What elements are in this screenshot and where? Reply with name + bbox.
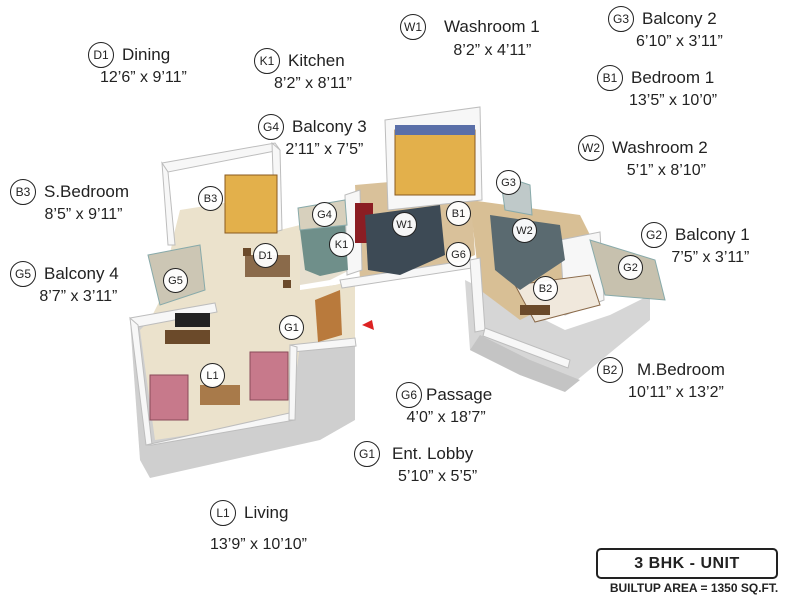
legend-badge: W2 bbox=[578, 135, 604, 161]
legend-size: 8’5” x 9’11” bbox=[44, 206, 123, 223]
builtup-area-text: BUILTUP AREA = 1350 SQ.FT. bbox=[609, 581, 779, 595]
legend-size: 5’10” x 5’5” bbox=[398, 468, 478, 485]
plan-marker-badge: G4 bbox=[312, 202, 337, 227]
plan-marker-badge: B1 bbox=[446, 201, 471, 226]
plan-wardrobes bbox=[224, 125, 476, 234]
plan-marker-badge: G1 bbox=[279, 315, 304, 340]
legend-badge: B1 bbox=[597, 65, 623, 91]
legend-name: Living bbox=[244, 503, 289, 522]
legend-name: Balcony 1 bbox=[675, 225, 750, 244]
legend-name: S.Bedroom bbox=[44, 182, 130, 201]
legend-size: 2’11” x 7’5” bbox=[285, 141, 364, 158]
unit-type-box: 3 BHK - UNIT bbox=[596, 548, 778, 579]
legend-badge: G3 bbox=[608, 6, 634, 32]
plan-marker-b3: B3 bbox=[198, 186, 223, 211]
legend-balcony-1: G2 Balcony 1 7’5” x 3’11” bbox=[641, 222, 750, 267]
legend-badge: G1 bbox=[354, 441, 380, 467]
plan-marker-l1: L1 bbox=[200, 363, 225, 388]
plan-washrooms bbox=[365, 205, 565, 290]
legend-size: 8’2” x 8’11” bbox=[274, 75, 352, 92]
legend-balcony-4: G5 Balcony 4 8’7” x 3’11” bbox=[10, 261, 119, 306]
plan-marker-b1: B1 bbox=[446, 201, 471, 226]
legend-balcony-3: G4 Balcony 3 2’11” x 7’5” bbox=[258, 114, 367, 159]
plan-entry-door bbox=[315, 290, 342, 342]
legend-size: 8’7” x 3’11” bbox=[39, 288, 118, 305]
legend-s-bedroom: B3 S.Bedroom 8’5” x 9’11” bbox=[10, 179, 129, 224]
legend-m-bedroom: B2 M.Bedroom 10’11” x 13’2” bbox=[597, 357, 725, 402]
plan-marker-badge: B3 bbox=[198, 186, 223, 211]
legend-washroom-2: W2 Washroom 2 5’1” x 8’10” bbox=[578, 135, 708, 180]
legend-size: 7’5” x 3’11” bbox=[671, 249, 750, 266]
plan-marker-badge: W1 bbox=[392, 212, 417, 237]
legend-badge: G2 bbox=[641, 222, 667, 248]
legend-size: 13’5” x 10’0” bbox=[629, 92, 718, 109]
legend-balcony-2: G3 Balcony 2 6’10” x 3’11” bbox=[608, 6, 723, 51]
plan-marker-g2: G2 bbox=[618, 255, 643, 280]
legend-name: Washroom 2 bbox=[612, 138, 708, 157]
plan-living-furniture bbox=[149, 313, 289, 421]
plan-marker-g3: G3 bbox=[496, 170, 521, 195]
legend-name: Washroom 1 bbox=[444, 17, 540, 36]
plan-marker-badge: G2 bbox=[618, 255, 643, 280]
legend-name: Balcony 2 bbox=[642, 9, 717, 28]
plan-marker-b2: B2 bbox=[533, 276, 558, 301]
legend-badge: B2 bbox=[597, 357, 623, 383]
plan-marker-g4: G4 bbox=[312, 202, 337, 227]
plan-marker-badge: G3 bbox=[496, 170, 521, 195]
plan-marker-badge: L1 bbox=[200, 363, 225, 388]
legend-name: Dining bbox=[122, 45, 171, 64]
legend-badge: B3 bbox=[10, 179, 36, 205]
legend-size: 10’11” x 13’2” bbox=[628, 384, 724, 401]
legend-bedroom-1: B1 Bedroom 1 13’5” x 10’0” bbox=[597, 65, 717, 110]
plan-marker-g6: G6 bbox=[446, 242, 471, 267]
legend-badge: G6 bbox=[396, 382, 422, 408]
plan-marker-badge: K1 bbox=[329, 232, 354, 257]
legend-name: Passage bbox=[426, 385, 493, 404]
plan-marker-badge: B2 bbox=[533, 276, 558, 301]
legend-dining: D1 Dining 12’6” x 9’11” bbox=[88, 42, 187, 87]
legend-washroom-1: W1 Washroom 1 8’2” x 4’11” bbox=[400, 14, 540, 60]
plan-marker-k1: K1 bbox=[329, 232, 354, 257]
legend-name: Kitchen bbox=[288, 51, 345, 70]
legend-name: Balcony 3 bbox=[292, 117, 367, 136]
plan-marker-badge: D1 bbox=[253, 243, 278, 268]
legend-name: M.Bedroom bbox=[637, 360, 725, 379]
legend-size: 8’2” x 4’11” bbox=[453, 42, 532, 59]
legend-badge: W1 bbox=[400, 14, 426, 40]
plan-marker-badge: G5 bbox=[163, 268, 188, 293]
legend-badge: G5 bbox=[10, 261, 36, 287]
legend-size: 6’10” x 3’11” bbox=[636, 33, 723, 50]
legend-badge: L1 bbox=[210, 500, 236, 526]
legend-name: Bedroom 1 bbox=[631, 68, 715, 87]
legend-size: 5’1” x 8’10” bbox=[626, 162, 706, 179]
plan-marker-g5: G5 bbox=[163, 268, 188, 293]
plan-marker-w1: W1 bbox=[392, 212, 417, 237]
legend-size: 12’6” x 9’11” bbox=[100, 69, 187, 86]
legend-name: Balcony 4 bbox=[44, 264, 119, 283]
legend-badge: D1 bbox=[88, 42, 114, 68]
entry-arrow-icon bbox=[362, 320, 374, 330]
legend-size: 4’0” x 18’7” bbox=[406, 409, 486, 426]
legend-badge: G4 bbox=[258, 114, 284, 140]
plan-marker-d1: D1 bbox=[253, 243, 278, 268]
plan-marker-w2: W2 bbox=[512, 218, 537, 243]
legend-name: Ent. Lobby bbox=[392, 444, 474, 463]
legend-ent-lobby: G1 Ent. Lobby 5’10” x 5’5” bbox=[354, 441, 477, 486]
legend-badge: K1 bbox=[254, 48, 280, 74]
plan-marker-badge: G6 bbox=[446, 242, 471, 267]
legend-living: L1 Living 13’9” x 10’10” bbox=[210, 500, 307, 554]
plan-marker-g1: G1 bbox=[279, 315, 304, 340]
plan-marker-badge: W2 bbox=[512, 218, 537, 243]
legend-size: 13’9” x 10’10” bbox=[210, 536, 307, 553]
legend-kitchen: K1 Kitchen 8’2” x 8’11” bbox=[254, 48, 352, 93]
